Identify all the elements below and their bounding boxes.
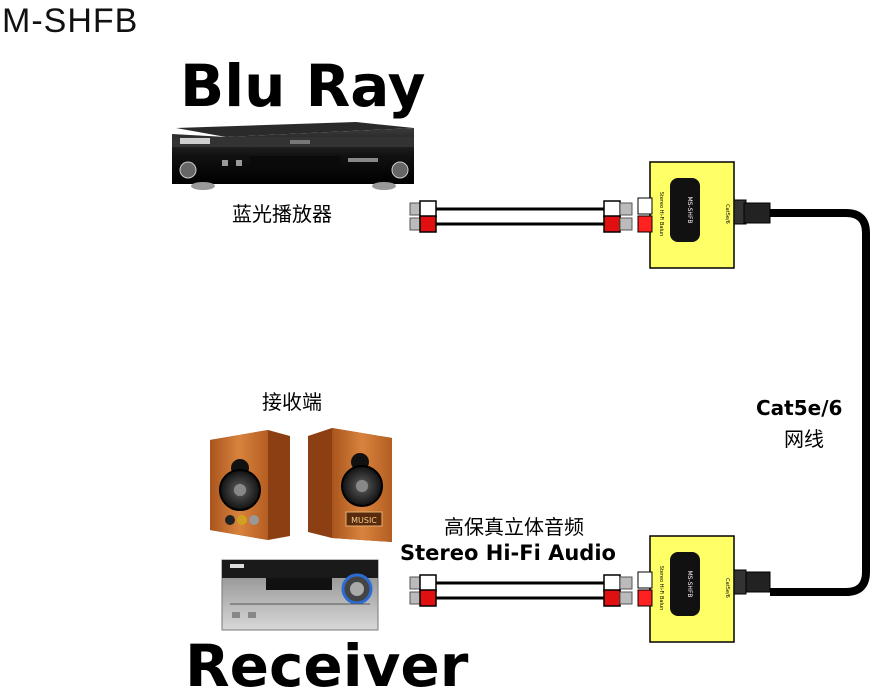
rca-plug-red-right-bottom [603,589,633,607]
rca-cable-bottom [409,574,633,607]
audio-label: Stereo Hi-Fi Audio [400,541,616,565]
balun-name-top: MS-SHFB [686,196,693,223]
rca-plug-red-left-bottom [409,589,437,607]
balun-box-bottom: MS-SHFB Stereo Hi-Fi Balun Cat5e/6 [637,535,747,643]
model-name: M-SHFB [2,2,139,40]
rca-plug-white-right [603,200,633,218]
bluray-player [172,122,414,190]
balun-side-label-bottom: Stereo Hi-Fi Balun [658,566,664,611]
cable-label-cn: 网线 [784,427,824,451]
balun-side-label-top: Stereo Hi-Fi Balun [658,192,664,237]
balun-logo-top [670,178,700,242]
bluray-title: Blu Ray [180,52,426,120]
rca-plug-red-right [603,215,633,233]
rca-plug-red-left [409,215,437,233]
audio-label-cn: 高保真立体音频 [444,515,584,539]
receiver-device [221,559,379,631]
bluray-label: 蓝光播放器 [232,202,332,226]
receiver-title: Receiver [185,632,469,700]
rca-plug-white-right-bottom [603,574,633,592]
cat-cable [743,202,870,596]
cable-label: Cat5e/6 [756,396,843,420]
balun-logo-bottom [670,552,700,616]
balun-name-bottom: MS-SHFB [686,570,693,597]
receiver-label: 接收端 [262,390,322,414]
rca-plug-white-left [409,200,437,218]
rca-plug-white-left-bottom [409,574,437,592]
speaker-badge: MUSIC [351,516,377,525]
balun-rj45-label-top: Cat5e/6 [724,204,730,224]
rca-cable-top [409,200,633,233]
speaker-right: MUSIC [308,428,392,542]
speaker-left [210,430,290,540]
balun-box-top: MS-SHFB Stereo Hi-Fi Balun Cat5e/6 [637,161,747,269]
balun-rj45-label-bottom: Cat5e/6 [724,578,730,598]
